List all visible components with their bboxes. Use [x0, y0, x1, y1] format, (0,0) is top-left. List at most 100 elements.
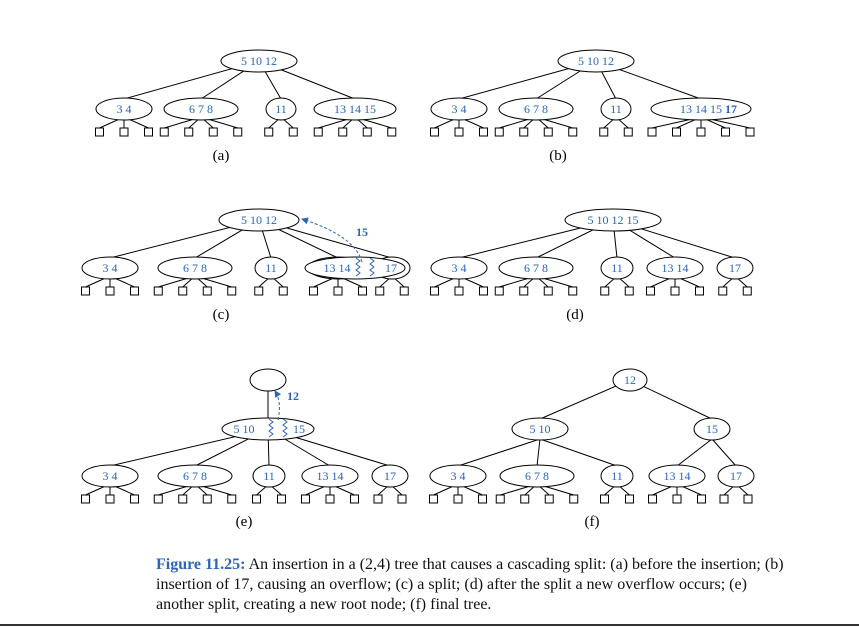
external-node	[130, 286, 139, 296]
external-node	[81, 286, 90, 296]
external-node	[153, 286, 163, 296]
node-keys: 3 4	[117, 102, 132, 116]
split-mark	[355, 257, 361, 277]
node-c-0	[81, 256, 139, 280]
node-keys: 15	[293, 422, 305, 436]
node-keys: 13 14 15	[334, 102, 376, 116]
external-node	[153, 494, 163, 504]
node-keys: 11	[611, 261, 623, 275]
external-node	[519, 127, 529, 137]
external-node	[362, 127, 372, 137]
node-b-3	[650, 97, 752, 121]
external-node	[277, 494, 286, 504]
node-keys: 17	[729, 261, 741, 275]
node-keys: 5 10	[234, 422, 255, 436]
overflow-node	[304, 256, 406, 280]
external-node	[105, 286, 115, 296]
node-e-4	[371, 464, 409, 488]
node-keys: 13 14	[324, 261, 351, 275]
external-node	[494, 286, 504, 296]
external-node	[569, 494, 579, 504]
node-keys: 11	[611, 469, 623, 483]
move-arrow	[274, 390, 282, 421]
node-f-0	[429, 464, 487, 488]
node-keys: 11	[610, 102, 622, 116]
node-d-2	[600, 256, 634, 280]
external-node	[599, 127, 609, 137]
external-node	[544, 494, 554, 504]
node-keys: 17	[384, 469, 396, 483]
external-node	[430, 286, 439, 296]
move-arrow	[301, 217, 363, 263]
external-node	[672, 494, 682, 504]
external-node	[105, 494, 115, 504]
external-node	[338, 127, 348, 137]
tree-edge	[539, 438, 618, 467]
node-keys: 3 4	[103, 261, 118, 275]
panel-label: (e)	[236, 514, 253, 530]
external-node	[375, 286, 385, 296]
external-node	[721, 127, 730, 137]
node-keys: 6 7 8	[189, 102, 213, 116]
root-keys: 12	[624, 373, 636, 387]
external-node	[95, 127, 104, 137]
moved-key: 15	[356, 225, 368, 239]
node-f-3	[648, 464, 706, 488]
inserted-key: 17	[725, 102, 737, 116]
external-node	[670, 286, 680, 296]
external-node	[313, 127, 323, 137]
node-keys: 6 7 8	[183, 469, 207, 483]
external-node	[623, 127, 633, 137]
external-node	[520, 494, 530, 504]
node-d-0	[430, 256, 488, 280]
external-node	[184, 127, 194, 137]
node-keys: 13 14	[662, 261, 689, 275]
external-node	[543, 286, 553, 296]
figure-caption: Figure 11.25: An insertion in a (2,4) tr…	[156, 555, 796, 615]
external-node	[350, 494, 359, 504]
node-keys: 11	[275, 102, 287, 116]
external-node	[254, 286, 264, 296]
external-node	[625, 494, 634, 504]
node-e-2	[252, 464, 286, 488]
external-node	[519, 286, 529, 296]
external-node	[648, 494, 657, 504]
external-node	[309, 286, 318, 296]
root-keys: 5 10 12 15	[588, 213, 639, 227]
node-f-left	[511, 417, 569, 441]
node-keys: 17	[385, 261, 397, 275]
moved-key: 12	[287, 389, 299, 403]
node-b-0	[430, 97, 488, 121]
node-keys: 13 14	[664, 469, 691, 483]
node-a-1	[163, 97, 239, 121]
root-keys: 5 10 12	[241, 213, 277, 227]
tree-edge	[539, 379, 631, 420]
external-node	[159, 127, 169, 137]
node-e-3	[301, 464, 359, 488]
external-node	[479, 286, 488, 296]
node-keys: 6 7 8	[524, 102, 548, 116]
node-c-2	[254, 256, 288, 280]
external-node	[130, 494, 139, 504]
external-node	[397, 494, 407, 504]
external-node	[227, 494, 237, 504]
external-node	[647, 127, 657, 137]
node-keys: 13 14	[317, 469, 344, 483]
external-node	[81, 494, 90, 504]
external-node	[454, 127, 464, 137]
external-node	[697, 494, 706, 504]
external-node	[568, 127, 578, 137]
node-keys: 11	[265, 261, 277, 275]
tree-edge	[457, 438, 541, 467]
panel-label: (c)	[213, 307, 230, 323]
node-f-2	[600, 464, 634, 488]
external-node	[745, 127, 755, 137]
bottom-rule	[0, 624, 859, 626]
external-node	[600, 286, 610, 296]
external-node	[454, 286, 464, 296]
external-node	[202, 494, 212, 504]
